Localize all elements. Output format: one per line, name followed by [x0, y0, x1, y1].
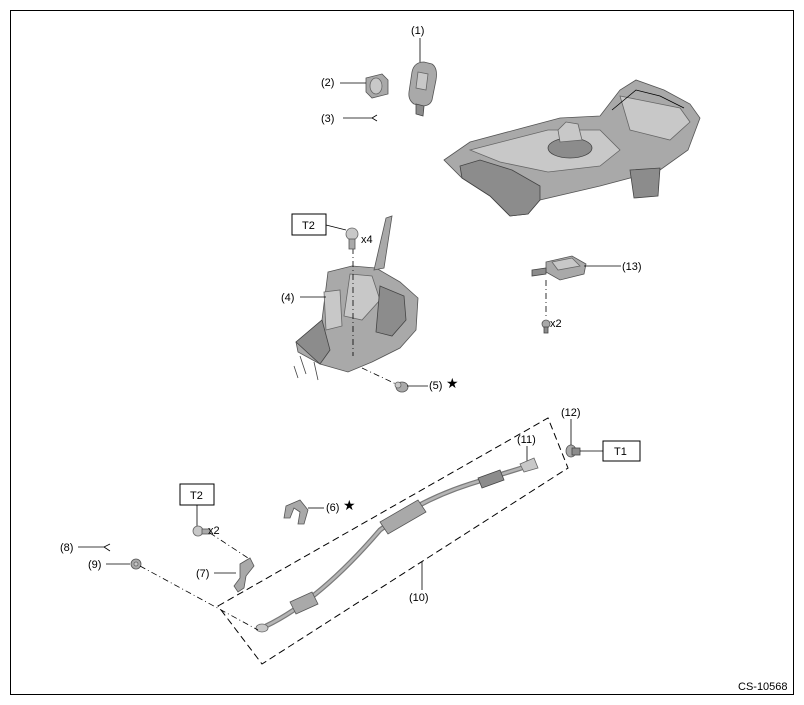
shift-lever-assembly-part [293, 215, 419, 381]
callout-2: (2) [321, 77, 334, 89]
center-console-part [443, 79, 701, 217]
cable-clip-part [283, 499, 309, 525]
quantity-clip-x2: x2 [550, 318, 562, 330]
cable-assembly-outline [217, 417, 569, 665]
callout-1: (1) [411, 25, 424, 37]
callout-13: (13) [622, 261, 642, 273]
torque-tag-t1-box [602, 440, 641, 462]
nut-part [565, 444, 581, 458]
washer-part [130, 558, 142, 570]
callout-6: (6) [326, 502, 339, 514]
diagram-frame [10, 10, 794, 695]
shift-knob-part [408, 61, 437, 117]
callout-10: (10) [409, 592, 429, 604]
callout-12: (12) [561, 407, 581, 419]
quantity-x2: x2 [208, 525, 220, 537]
shift-cable-part [255, 457, 539, 633]
figure-code: CS-10568 [738, 681, 788, 693]
quantity-x4: x4 [361, 234, 373, 246]
callout-4: (4) [281, 292, 294, 304]
torque-tag-t2-lower: T2 [190, 490, 203, 502]
callout-9: (9) [88, 559, 101, 571]
clip-x2-part [541, 319, 551, 334]
bolt-x4-part [345, 227, 359, 250]
callout-11: (11) [517, 434, 536, 446]
torque-tag-t1: T1 [614, 446, 627, 458]
torque-tag-t2-upper: T2 [302, 220, 315, 232]
callout-7: (7) [196, 568, 209, 580]
callout-5: (5) [429, 380, 442, 392]
star-mark-6: ★ [343, 497, 356, 513]
callout-8: (8) [60, 542, 73, 554]
bushing-part [394, 381, 409, 393]
callout-3: (3) [321, 113, 334, 125]
cable-bracket-part [233, 557, 255, 593]
knob-cap-part [365, 73, 389, 99]
bolt-x2-part [192, 525, 211, 537]
star-mark-5: ★ [446, 375, 459, 391]
control-module-part [531, 255, 587, 281]
torque-tag-t2-upper-box [291, 213, 327, 236]
